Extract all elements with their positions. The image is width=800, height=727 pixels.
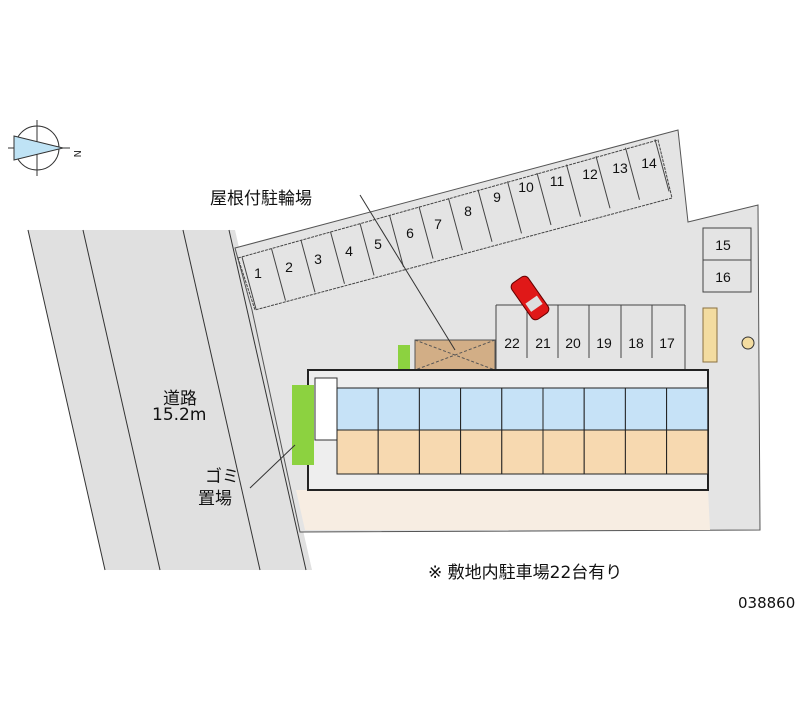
slot-divider: [448, 198, 463, 251]
unit-room: [460, 429, 503, 475]
parking-space-number: 4: [345, 243, 353, 259]
slot-divider: [389, 214, 404, 268]
garbage-label-1: ゴミ: [205, 467, 239, 487]
parking-space-number: 5: [374, 236, 382, 252]
unit-wet-area: [542, 387, 585, 431]
slot-divider: [507, 181, 522, 234]
parking-band: [237, 139, 673, 311]
light-icon: [741, 336, 755, 350]
parking-space-number: 1: [254, 265, 262, 281]
unit-room: [542, 429, 585, 475]
parking-space-number: 14: [641, 155, 657, 171]
road-lines: [27, 229, 307, 571]
unit-room: [666, 429, 709, 475]
parking-space-number: 11: [550, 173, 565, 189]
parking-space-number: 12: [582, 166, 598, 182]
unit-wet-area: [624, 387, 668, 431]
parking-space-number: 17: [659, 335, 675, 351]
unit-wet-area: [377, 387, 420, 431]
slot-divider: [271, 248, 286, 301]
slot-divider: [330, 231, 345, 284]
unit-room: [418, 429, 462, 475]
parking-space-number: 8: [464, 203, 472, 219]
parking-space-number: 16: [715, 269, 731, 285]
parking-space-number: 20: [565, 335, 581, 351]
parking-space-number: 9: [493, 189, 501, 205]
unit-room: [336, 429, 379, 475]
car-icon: [510, 275, 550, 321]
slot-divider: [300, 240, 316, 293]
property-id: 038860: [738, 594, 796, 612]
slot-divider: [536, 172, 552, 226]
unit-wet-area: [418, 387, 462, 431]
parking-space-number: 22: [504, 335, 520, 351]
parking-space-number: 15: [715, 237, 731, 253]
unit-wet-area: [501, 387, 544, 431]
road-label: 道路: [163, 389, 197, 409]
slot-divider: [654, 139, 670, 192]
unit-room: [624, 429, 668, 475]
parking-space-number: 10: [518, 179, 534, 195]
unit-wet-area: [666, 387, 709, 431]
slot-divider: [477, 189, 493, 242]
unit-room: [583, 429, 626, 475]
planting: [398, 345, 410, 370]
unit-wet-area: [583, 387, 626, 431]
unit-wet-area: [460, 387, 503, 431]
parking-space-number: 7: [434, 216, 442, 232]
parking-note: ※ 敷地内駐車場22台有り: [428, 563, 623, 583]
bike-parking-label: 屋根付駐輪場: [210, 189, 312, 209]
parking-space-number: 2: [285, 259, 293, 275]
bike-leader-line: [359, 194, 456, 351]
parking-space-number: 21: [535, 335, 551, 351]
unit-room: [377, 429, 420, 475]
garbage-area: [292, 385, 314, 465]
stairs: [314, 377, 338, 441]
unit-room: [501, 429, 544, 475]
slot-divider: [625, 147, 640, 200]
garbage-leader-line: [249, 444, 296, 489]
slot-divider: [566, 164, 581, 217]
walkway: [296, 490, 710, 530]
unit-wet-area: [336, 387, 379, 431]
garbage-label-2: 置場: [198, 489, 232, 509]
parking-space-number: 13: [612, 160, 628, 176]
parking-space-number: 3: [314, 251, 322, 267]
parking-space-number: 18: [628, 335, 644, 351]
slot-divider: [359, 223, 375, 276]
fence: [702, 307, 718, 363]
slot-divider: [595, 156, 611, 209]
road-width-label: 15.2m: [152, 405, 207, 425]
parking-space-number: 19: [596, 335, 612, 351]
compass-icon: N: [8, 120, 82, 176]
svg-text:N: N: [71, 150, 82, 157]
slot-divider: [418, 206, 434, 259]
slot-divider: [241, 256, 257, 310]
parking-space-number: 6: [406, 225, 414, 241]
